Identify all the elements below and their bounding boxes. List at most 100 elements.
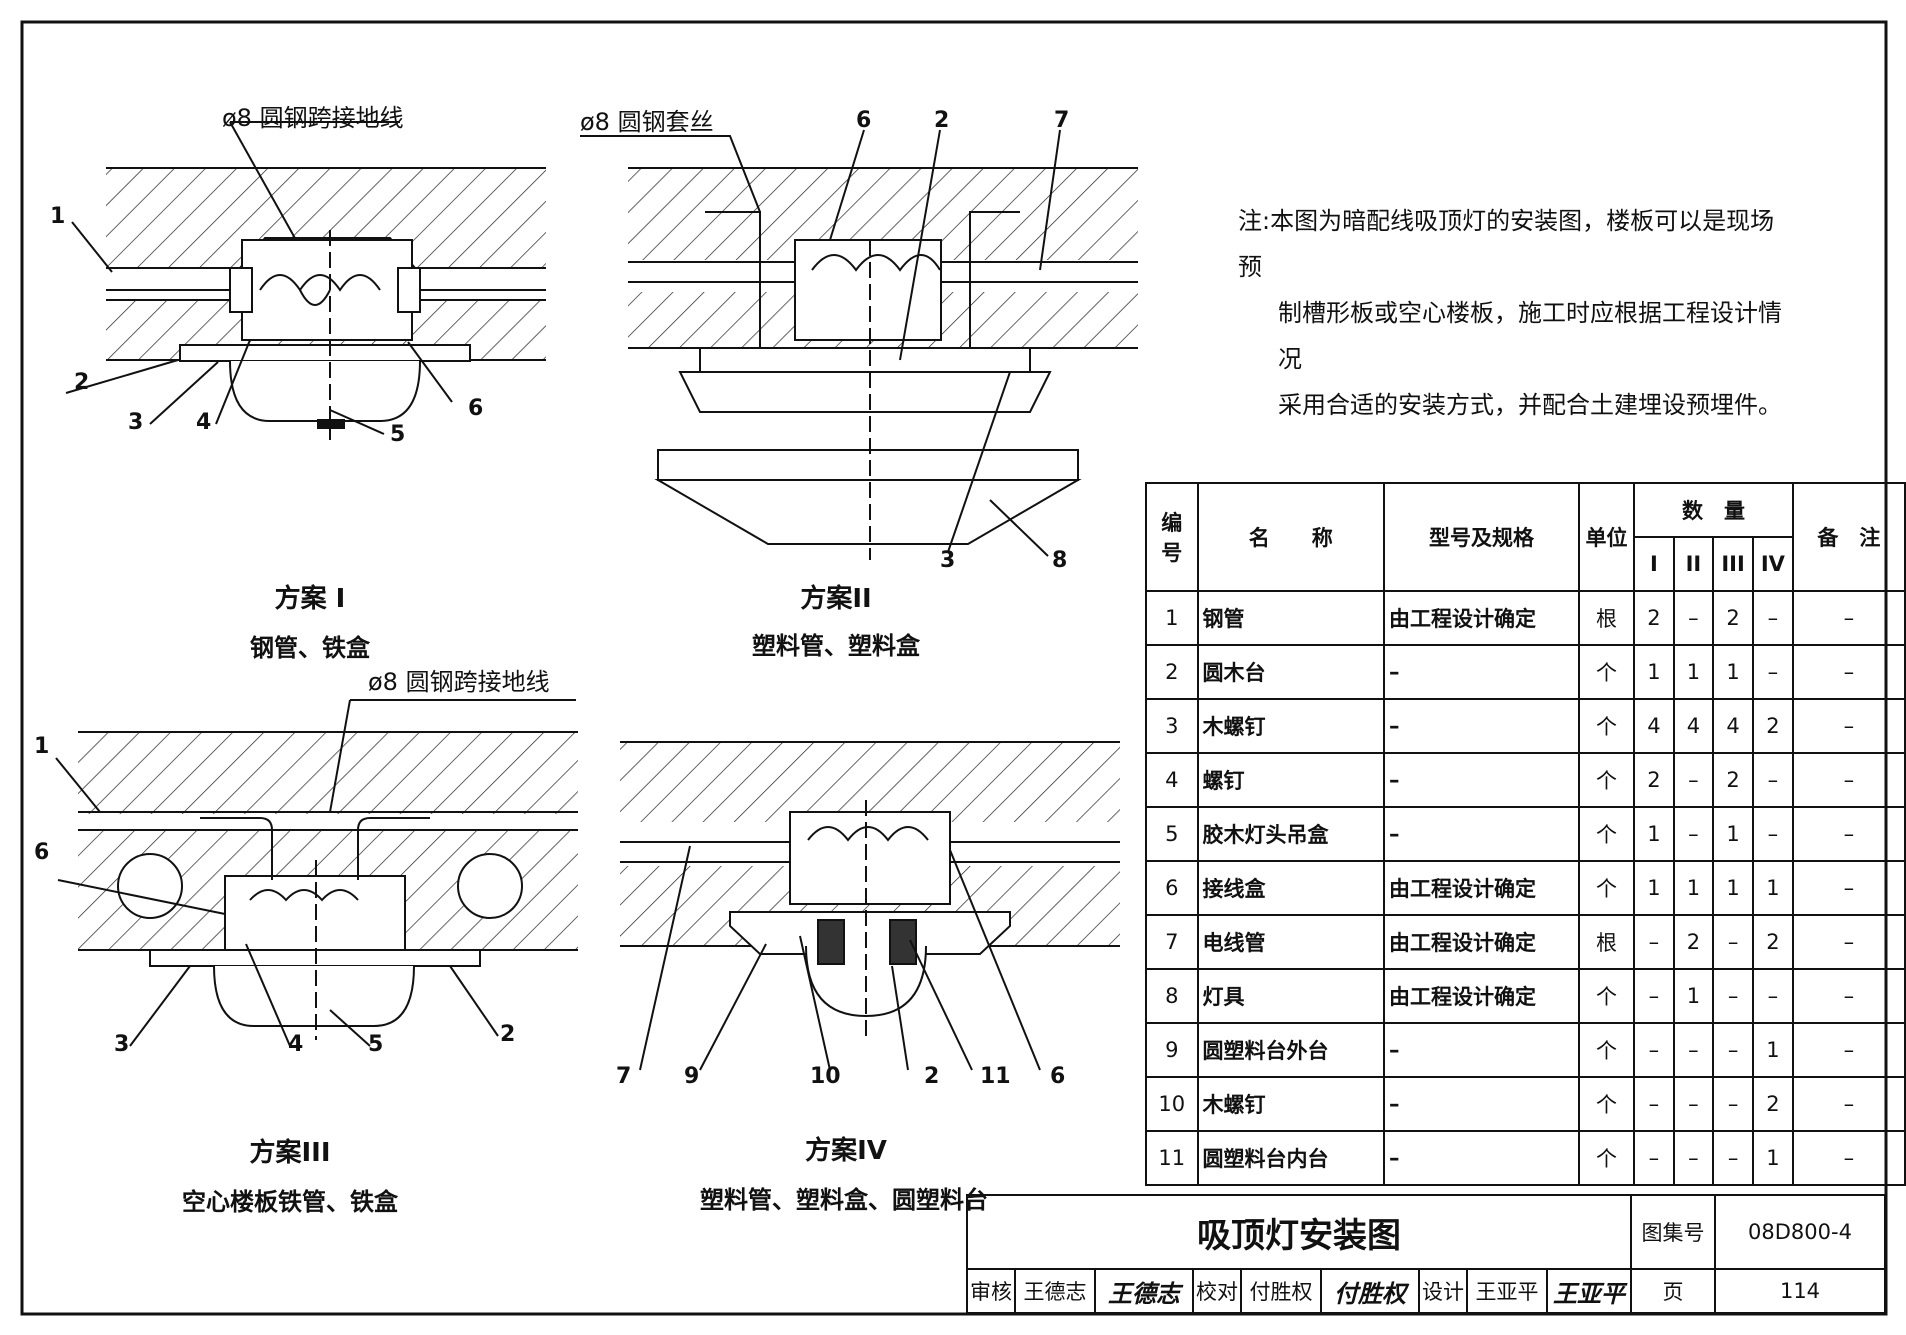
scheme-3-rod-label: ø8 圆钢跨接地线 [368, 668, 550, 696]
bom-cell-qty: – [1751, 752, 1794, 808]
bom-cell-qty: 1 [1751, 860, 1794, 916]
bom-cell-spec: – [1383, 1130, 1580, 1186]
callout: 5 [368, 1032, 384, 1057]
bom-cell-qty: – [1633, 968, 1675, 1024]
bom-cell-name: 木螺钉 [1196, 1076, 1386, 1132]
bom-cell-remark: – [1791, 806, 1906, 862]
callout: 1 [50, 204, 66, 229]
bom-cell-unit: 个 [1577, 644, 1636, 700]
design-label: 设计 [1418, 1268, 1468, 1314]
bom-cell-qty: 4 [1633, 698, 1675, 754]
bom-cell-name: 接线盒 [1196, 860, 1386, 916]
bom-cell-qty: 1 [1633, 860, 1675, 916]
bom-cell-name: 螺钉 [1196, 752, 1386, 808]
bom-cell-qty: – [1633, 1076, 1675, 1132]
bom-cell-qty: 2 [1751, 698, 1794, 754]
bom-cell-unit: 个 [1577, 752, 1636, 808]
callout: 1 [34, 734, 50, 759]
callout: 8 [1052, 548, 1068, 573]
bom-cell-qty: – [1672, 590, 1715, 646]
bom-cell-spec: – [1383, 644, 1580, 700]
bom-cell-unit: 个 [1577, 1130, 1636, 1186]
bom-cell-unit: 个 [1577, 860, 1636, 916]
bom-cell-qty: – [1712, 1076, 1754, 1132]
bom-cell-qty: 1 [1672, 968, 1715, 1024]
bom-cell-unit: 个 [1577, 1022, 1636, 1078]
bom-qty-col: II [1672, 536, 1715, 592]
bom-cell-remark: – [1791, 914, 1906, 970]
bom-cell-qty: 1 [1672, 644, 1715, 700]
bom-cell-no: 11 [1145, 1130, 1199, 1186]
note-line-3: 采用合适的安装方式，并配合土建埋设预埋件。 [1278, 391, 1782, 419]
callout: 11 [980, 1064, 1011, 1089]
callout: 2 [924, 1064, 940, 1089]
callout: 3 [940, 548, 956, 573]
scheme-3-subtitle: 空心楼板铁管、铁盒 [182, 1188, 398, 1216]
callout: 3 [128, 410, 144, 435]
bom-cell-name: 灯具 [1196, 968, 1386, 1024]
bom-cell-unit: 个 [1577, 698, 1636, 754]
bom-cell-qty: 1 [1712, 860, 1754, 916]
bom-cell-no: 7 [1145, 914, 1199, 970]
bom-header-remark: 备 注 [1791, 482, 1906, 592]
drawing-title: 吸顶灯安装图 [966, 1194, 1632, 1270]
scheme-4-drawing [620, 741, 1120, 1071]
bom-cell-qty: 2 [1633, 752, 1675, 808]
bom-cell-qty: – [1672, 752, 1715, 808]
bom-cell-qty: – [1751, 968, 1794, 1024]
bom-cell-no: 2 [1145, 644, 1199, 700]
bom-cell-qty: 2 [1633, 590, 1675, 646]
callout: 7 [616, 1064, 632, 1089]
callout: 6 [856, 108, 872, 133]
callout: 4 [196, 410, 212, 435]
bom-cell-spec: – [1383, 806, 1580, 862]
bom-cell-spec: – [1383, 1076, 1580, 1132]
scheme-1-title: 方案 I [274, 584, 346, 614]
bom-cell-qty: 2 [1712, 752, 1754, 808]
bom-qty-col: IV [1751, 536, 1794, 592]
scheme-3-drawing [55, 699, 578, 1047]
scheme-4-subtitle: 塑料管、塑料盒、圆塑料台 [700, 1186, 988, 1214]
bom-cell-qty: 1 [1751, 1130, 1794, 1186]
scheme-1-rod-label: ø8 圆钢跨接地线 [222, 104, 404, 132]
bom-cell-qty: 1 [1633, 806, 1675, 862]
callout: 2 [74, 370, 90, 395]
bom-cell-spec: – [1383, 752, 1580, 808]
bom-header-qty: 数 量 [1633, 482, 1794, 538]
bom-cell-remark: – [1791, 1076, 1906, 1132]
bom-header-name: 名 称 [1196, 482, 1386, 592]
bom-cell-remark: – [1791, 698, 1906, 754]
bom-cell-remark: – [1791, 1022, 1906, 1078]
callout: 6 [1050, 1064, 1066, 1089]
bom-cell-remark: – [1791, 1130, 1906, 1186]
bom-cell-name: 电线管 [1196, 914, 1386, 970]
scheme-3-title: 方案III [249, 1138, 331, 1168]
callout: 6 [468, 396, 484, 421]
bom-cell-unit: 根 [1577, 914, 1636, 970]
bom-cell-remark: – [1791, 752, 1906, 808]
bom-cell-remark: – [1791, 590, 1906, 646]
scheme-1-subtitle: 钢管、铁盒 [250, 634, 370, 662]
bom-cell-qty: 2 [1712, 590, 1754, 646]
atlas-number: 08D800-4 [1714, 1194, 1886, 1270]
design-name: 王亚平 [1466, 1268, 1548, 1314]
scheme-2-drawing [580, 129, 1138, 560]
bom-cell-name: 胶木灯头吊盒 [1196, 806, 1386, 862]
bom-cell-spec: 由工程设计确定 [1383, 914, 1580, 970]
scheme-4-title: 方案IV [805, 1136, 887, 1166]
bom-cell-qty: 2 [1751, 914, 1794, 970]
scheme-2-title: 方案II [800, 584, 872, 614]
bom-cell-spec: 由工程设计确定 [1383, 860, 1580, 916]
bom-cell-unit: 根 [1577, 590, 1636, 646]
bom-cell-qty: – [1751, 590, 1794, 646]
bom-header-unit: 单位 [1577, 482, 1636, 592]
callout: 2 [500, 1022, 516, 1047]
bom-cell-spec: 由工程设计确定 [1383, 968, 1580, 1024]
bom-cell-no: 10 [1145, 1076, 1199, 1132]
callout: 3 [114, 1032, 130, 1057]
